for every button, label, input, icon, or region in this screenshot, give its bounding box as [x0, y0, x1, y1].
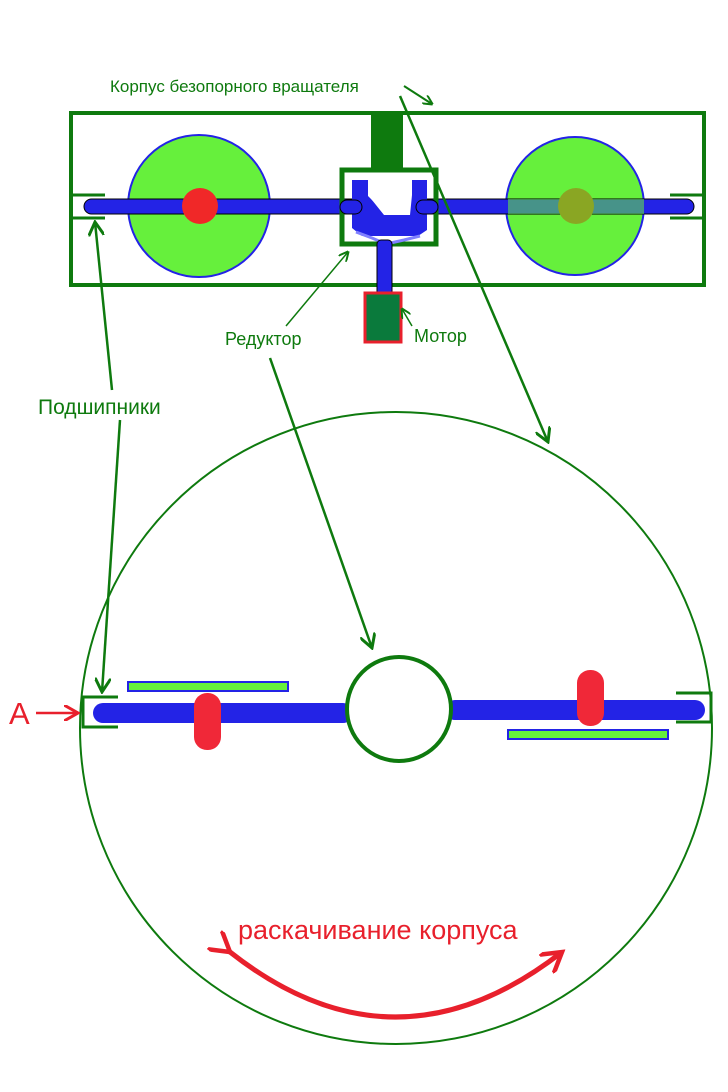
labels: Корпус безопорного вращателя Редуктор Мо… — [9, 77, 519, 945]
label-point-a: A — [9, 696, 30, 731]
mount-post — [371, 113, 403, 171]
housing-circle — [79, 411, 713, 1045]
bearing-top-right — [670, 193, 706, 220]
arrow-bearing-bottom — [102, 419, 122, 692]
bearing-bottom-right — [676, 691, 713, 724]
weight-top-left — [182, 188, 218, 224]
weight-bottom-left — [194, 693, 221, 750]
motor-shaft — [376, 239, 393, 301]
reducer-shaft-right — [415, 199, 439, 215]
arrow-reducer-circle — [268, 357, 372, 648]
label-reducer: Редуктор — [225, 329, 301, 349]
top-view — [69, 111, 706, 344]
label-rocking: раскачивание корпуса — [238, 915, 519, 945]
arrow-housing-top — [403, 85, 432, 104]
arrow-housing-circle — [398, 95, 548, 442]
shaft-bottom-right — [445, 700, 705, 720]
reducer-circle — [345, 655, 453, 763]
side-view — [79, 411, 713, 1045]
motor-box — [363, 291, 403, 344]
arrow-motor — [402, 309, 413, 327]
rocking-arc — [230, 952, 562, 1020]
label-housing: Корпус безопорного вращателя — [110, 77, 359, 96]
plate-right — [507, 729, 669, 740]
bearing-top-left — [69, 193, 105, 220]
shaft-top-left — [83, 198, 363, 215]
shaft-bottom-left — [93, 703, 353, 723]
bearing-bottom-left — [81, 695, 118, 729]
reducer-shaft-left — [339, 199, 363, 215]
reducer-gears — [352, 180, 427, 246]
pointer-arrows — [36, 85, 548, 713]
weight-top-right — [558, 188, 594, 224]
arrow-reducer-top — [285, 252, 348, 327]
weight-bottom-right — [577, 670, 604, 726]
label-bearings: Подшипники — [38, 396, 161, 419]
plate-left — [127, 681, 289, 692]
label-motor: Мотор — [414, 326, 467, 346]
arrow-bearing-top — [95, 222, 114, 391]
